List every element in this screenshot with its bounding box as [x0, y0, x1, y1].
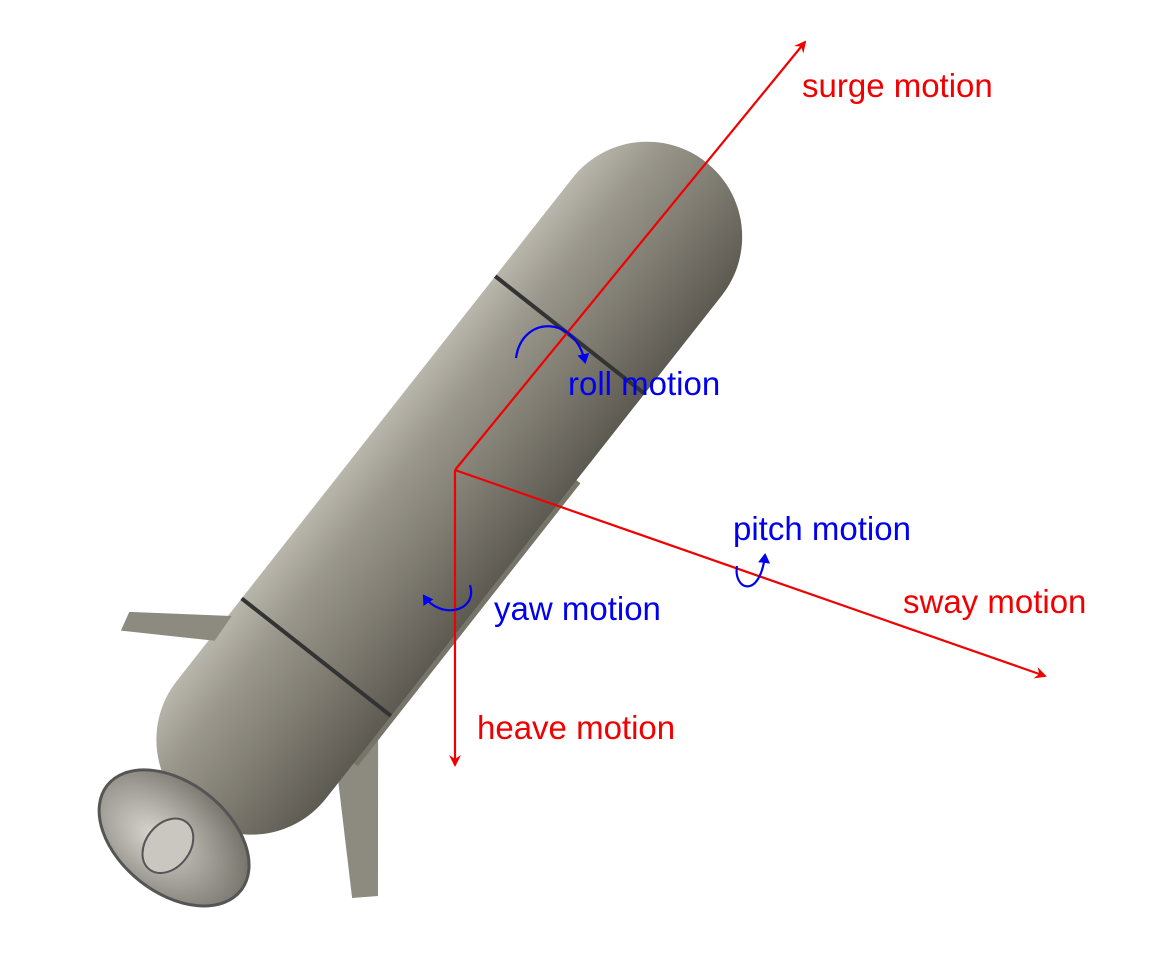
roll-arrow-icon [514, 325, 590, 364]
propeller-cone [141, 817, 195, 874]
surge-axis-arrow [454, 40, 807, 471]
translation-axes [449, 40, 1047, 767]
yaw-arrow-icon [422, 584, 473, 612]
yaw-label: yaw motion [494, 590, 661, 627]
sway-label: sway motion [903, 583, 1086, 620]
rotation-arrows [422, 325, 771, 612]
sway-axis-arrow [454, 468, 1047, 679]
surge-label: surge motion [802, 67, 993, 104]
pitch-label: pitch motion [733, 510, 911, 547]
heave-label: heave motion [477, 709, 675, 746]
roll-label: roll motion [568, 365, 720, 402]
hull-ring [240, 596, 393, 718]
hull [156, 141, 743, 835]
auv-vehicle [97, 141, 743, 908]
upper-fin [120, 611, 232, 641]
pitch-arrow-icon [735, 553, 771, 588]
